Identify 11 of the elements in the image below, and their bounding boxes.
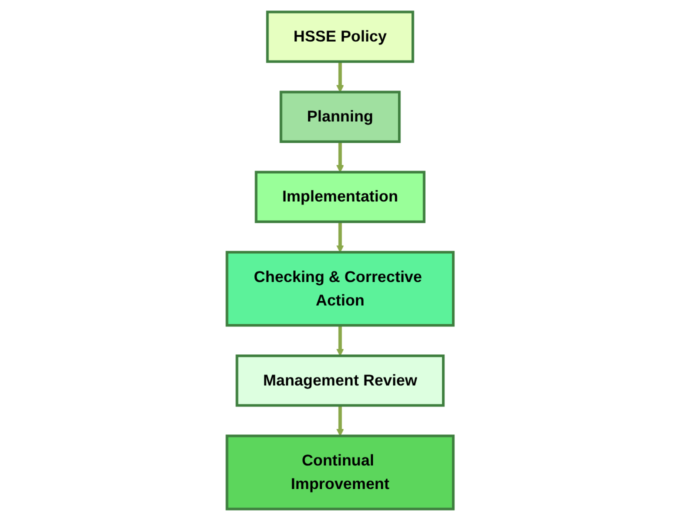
node-box: Implementation bbox=[255, 170, 426, 224]
node-box: HSSE Policy bbox=[266, 10, 414, 63]
arrow bbox=[336, 405, 344, 436]
node-box: Planning bbox=[280, 90, 401, 143]
arrow bbox=[336, 142, 344, 172]
arrow bbox=[336, 222, 344, 253]
node-box: Checking & Corrective Action bbox=[226, 250, 455, 327]
node-box: Continual Improvement bbox=[226, 434, 455, 510]
arrow bbox=[336, 325, 344, 356]
node-box: Management Review bbox=[236, 354, 445, 407]
arrow bbox=[336, 62, 344, 92]
